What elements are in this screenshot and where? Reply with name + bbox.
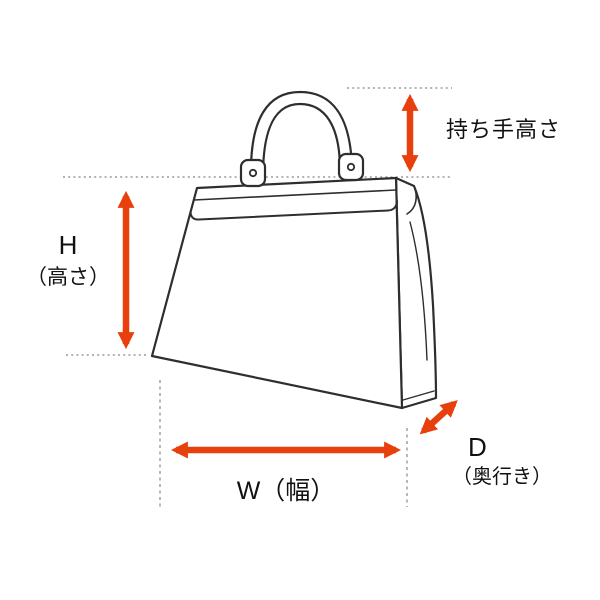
bag-flap-edge (189, 200, 398, 221)
depth-label: D （奥行き） (452, 432, 552, 489)
height-letter-label: H (58, 230, 78, 260)
bag-front-face (150, 176, 404, 410)
rivet-left-icon (248, 168, 258, 178)
height-caption-label: （高さ） (26, 265, 110, 289)
height-label: H （高さ） (12, 230, 124, 290)
depth-caption-label: （奥行き） (452, 465, 552, 488)
width-label: W（幅） (236, 477, 336, 505)
bag-bottom-accent (402, 390, 435, 401)
rivet-right-icon (346, 162, 356, 172)
bag-flap-side-curve (406, 185, 417, 215)
bag-handle-outer (249, 90, 354, 178)
depth-letter-label: D (468, 432, 487, 462)
bag-handle-inner (261, 102, 342, 178)
guide-lines (63, 87, 452, 507)
depth-arrow (419, 400, 458, 435)
handle-height-label: 持ち手高さ (446, 117, 562, 142)
dimension-arrows (117, 93, 458, 459)
bag-gusset-fold (409, 221, 428, 361)
handbag-illustration (150, 90, 438, 410)
bag-frame-line (193, 189, 397, 201)
